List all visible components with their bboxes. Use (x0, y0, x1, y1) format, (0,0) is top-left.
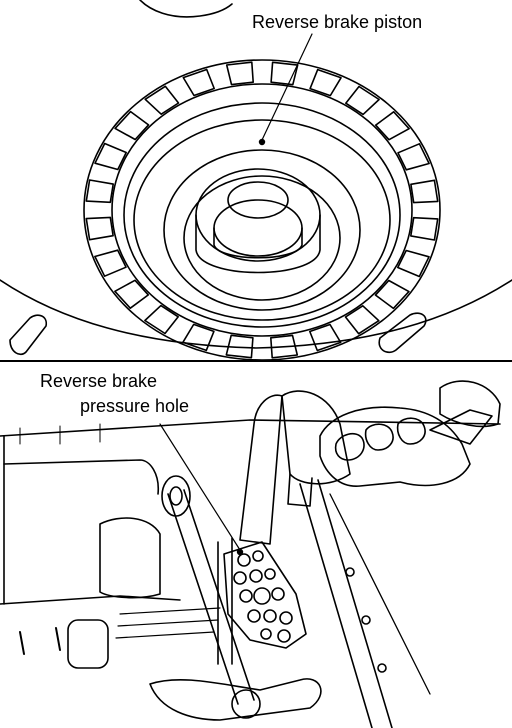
reverse-brake-pressure-hole-label-line2: pressure hole (80, 396, 190, 416)
hub-top-opening (227, 181, 289, 219)
piston-outer-edge (123, 102, 401, 328)
valve-hole (253, 587, 271, 605)
case-mounting-boss-left (9, 314, 48, 356)
shift-rod-end-inner (169, 486, 183, 506)
valve-hole (260, 628, 272, 640)
spline-tooth (308, 323, 342, 352)
spline-tooth (182, 323, 215, 352)
spline-tooth (225, 334, 254, 359)
valve-body-post (217, 537, 233, 665)
spline-tooth (396, 249, 430, 278)
drum-outer-ring (83, 59, 441, 360)
valve-hole (264, 568, 276, 580)
case-pins (19, 627, 61, 655)
case-top-edge (0, 419, 501, 437)
piston-inner-step (163, 149, 361, 311)
hub-bore-wall (213, 227, 303, 259)
valve-hole (263, 609, 277, 623)
spline-tooth (144, 304, 179, 335)
spline-tooth (94, 142, 127, 171)
frame-bolt-3 (377, 663, 387, 673)
spline-tooth (114, 279, 150, 310)
spline-tooth (269, 334, 299, 359)
hand-finger-2 (396, 417, 426, 445)
valve-hole (237, 553, 251, 567)
reverse-brake-piston-label: Reverse brake piston (252, 12, 423, 32)
frame-rail-rear (329, 493, 431, 695)
hub-bore (213, 199, 303, 257)
air-gun-nozzle (239, 394, 283, 545)
valve-hole (239, 589, 253, 603)
case-top-lip (139, 0, 233, 18)
spline-tooth (144, 85, 180, 115)
piston-drawing (0, 0, 512, 360)
pressure-hole-callout-leader (159, 423, 241, 551)
spline-tooth (182, 68, 215, 97)
spline-tooth (374, 111, 410, 141)
hub-wall (195, 214, 321, 274)
piston-face (133, 119, 391, 321)
spline-tooth (410, 179, 439, 204)
shift-rod (167, 489, 255, 705)
hand-wrist (429, 409, 493, 445)
shift-rod-end (161, 475, 191, 517)
spline-tooth (374, 279, 410, 310)
spline-tooth (344, 85, 380, 116)
valve-hole (233, 571, 247, 585)
hand-thumb (334, 432, 365, 461)
spline-tooth (309, 68, 342, 97)
reverse-brake-pressure-hole-label-line1: Reverse brake (40, 371, 158, 391)
drum-inner-ring (111, 83, 413, 337)
spline-tooth (397, 143, 430, 171)
case-bolt-marks (19, 423, 101, 445)
piston-callout-leader (261, 33, 313, 141)
case-bowl-edge (0, 279, 512, 349)
frame-bolt-1 (345, 567, 355, 577)
reverse-brake-piston-illustration (0, 0, 512, 360)
pressure-hole-drawing (0, 380, 501, 728)
spline-tooth (85, 216, 114, 241)
air-gun-body (281, 390, 351, 485)
valve-hole (271, 587, 285, 601)
pressure-hole-callout-dot (236, 548, 244, 556)
hand-palm (319, 406, 471, 487)
spline-tooth (85, 179, 114, 204)
valve-hole (249, 569, 263, 583)
valve-hole (252, 550, 264, 562)
valve-plate (223, 541, 307, 649)
piston-inner-lip (183, 175, 341, 301)
spline-tooth (409, 216, 439, 241)
case-lower-ledge (0, 595, 181, 605)
piston-callout-dot (258, 138, 266, 146)
valve-hole (277, 629, 291, 643)
spline-tooth (94, 249, 127, 278)
case-drain-recess (67, 619, 109, 669)
case-flange-left (3, 459, 160, 495)
valve-hole (247, 609, 261, 623)
drum-spline-teeth (85, 61, 439, 359)
spline-tooth (225, 61, 254, 86)
air-gun-hose-fitting (439, 380, 501, 428)
reverse-brake-pressure-hole-illustration (0, 364, 512, 728)
linkage-pivot (231, 689, 261, 719)
case-ribs (115, 607, 221, 639)
frame-rail-front (299, 479, 393, 728)
air-gun-trigger-housing (287, 473, 313, 507)
valve-hole (279, 611, 293, 625)
valve-plate-holes (233, 550, 293, 643)
hand-finger-1 (364, 423, 394, 451)
linkage-bracket (149, 678, 322, 721)
panel-divider (0, 360, 512, 362)
frame-bolt-2 (361, 615, 371, 625)
spline-tooth (344, 304, 380, 335)
spline-tooth (114, 110, 150, 141)
case-pocket (99, 517, 161, 599)
case-mounting-boss-right (378, 312, 427, 354)
